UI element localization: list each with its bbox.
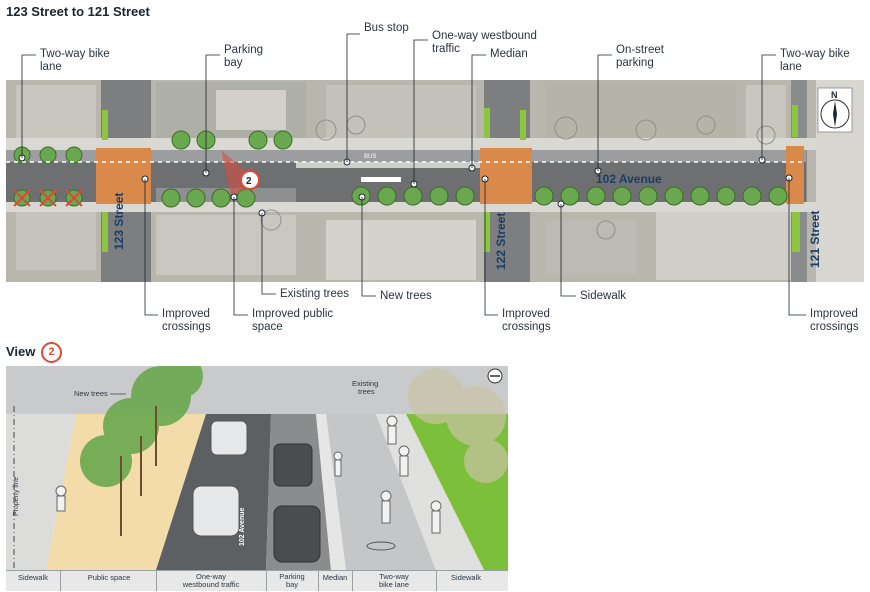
callout-two-way-bike-lane-left: Two-way bike lane bbox=[40, 48, 110, 73]
strip-divider bbox=[352, 571, 353, 591]
plan-map: BUS 2 N 102 Avenue bbox=[6, 80, 864, 282]
section-property-line-label: Property line bbox=[13, 477, 20, 516]
strip-label-parking-bay: Parking bay bbox=[279, 572, 305, 589]
view-title: View 2 bbox=[6, 342, 63, 363]
callout-improved-crossings-1: Improved crossings bbox=[162, 308, 211, 333]
compass-n: N bbox=[831, 90, 838, 100]
callout-improved-crossings-2: Improved crossings bbox=[502, 308, 551, 333]
strip-label-bike-lane: Two-way bike lane bbox=[378, 572, 410, 589]
callout-one-way-westbound: One-way westbound traffic bbox=[432, 30, 537, 55]
street-label-122: 122 Street bbox=[494, 212, 508, 270]
street-label-121: 121 Street bbox=[808, 210, 822, 268]
street-label-123: 123 Street bbox=[112, 192, 126, 250]
strip-divider bbox=[156, 571, 157, 591]
view-marker-label: 2 bbox=[246, 176, 252, 187]
section-new-trees-label: New trees bbox=[74, 389, 108, 398]
bus-marking: BUS bbox=[364, 154, 376, 160]
section-existing-trees-line1: Existing bbox=[352, 379, 378, 388]
avenue-label: 102 Avenue bbox=[596, 172, 662, 186]
strip-divider bbox=[60, 571, 61, 591]
section-label-bar: Sidewalk Public space One-way westbound … bbox=[6, 570, 508, 591]
strip-divider bbox=[436, 571, 437, 591]
callout-bus-stop: Bus stop bbox=[364, 22, 409, 34]
section-existing-trees-line2: trees bbox=[358, 387, 375, 396]
strip-divider bbox=[266, 571, 267, 591]
street-section-view: 102 Avenue New trees Existing trees Prop… bbox=[6, 366, 508, 570]
strip-divider bbox=[318, 571, 319, 591]
callout-new-trees: New trees bbox=[380, 290, 432, 302]
section-avenue-label: 102 Avenue bbox=[239, 508, 246, 546]
callout-existing-trees: Existing trees bbox=[280, 288, 350, 300]
callout-parking-bay: Parking bay bbox=[224, 44, 263, 69]
callout-improved-crossings-3: Improved crossings bbox=[810, 308, 859, 333]
view-number-badge: 2 bbox=[41, 342, 63, 363]
plan-leaders bbox=[21, 33, 806, 316]
callout-sidewalk: Sidewalk bbox=[580, 290, 627, 302]
view-title-text: View bbox=[6, 343, 36, 359]
callout-median: Median bbox=[490, 48, 528, 60]
strip-label-median: Median bbox=[322, 573, 348, 582]
strip-label-westbound: One-way westbound traffic bbox=[182, 572, 240, 589]
callout-on-street-parking: On-street parking bbox=[616, 44, 664, 69]
page-title: 123 Street to 121 Street bbox=[6, 4, 150, 19]
callout-two-way-bike-lane-right: Two-way bike lane bbox=[780, 48, 850, 73]
callout-improved-public-space: Improved public space bbox=[252, 308, 334, 333]
strip-label-public-space: Public space bbox=[87, 573, 131, 582]
strip-label-sidewalk-left: Sidewalk bbox=[17, 573, 48, 582]
strip-label-sidewalk-right: Sidewalk bbox=[450, 573, 481, 582]
